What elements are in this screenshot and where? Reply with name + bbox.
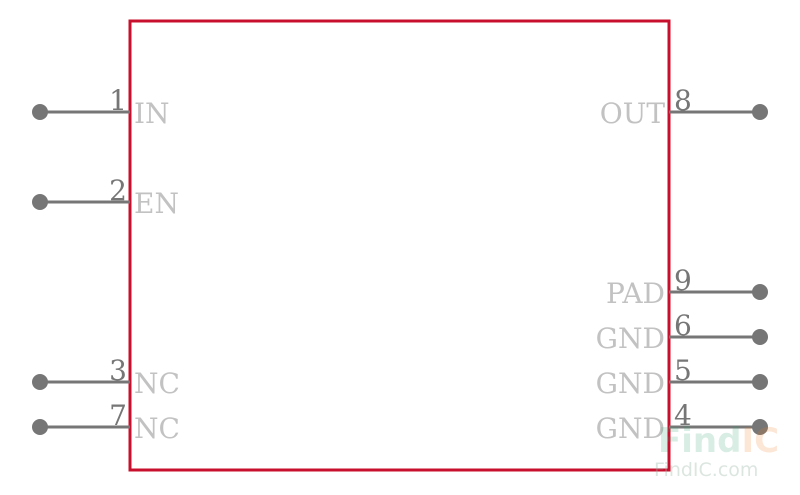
pin-3: 3 NC <box>32 354 180 400</box>
pin-9-name: PAD <box>606 277 665 310</box>
pin-2-endpoint <box>32 194 48 210</box>
pin-5-endpoint <box>752 374 768 390</box>
watermark-url: FindIC.com <box>654 459 758 481</box>
pin-3-endpoint <box>32 374 48 390</box>
watermark-ic: IC <box>741 421 779 461</box>
pin-1: 1 IN <box>32 84 170 130</box>
pin-6-endpoint <box>752 329 768 345</box>
pin-9-endpoint <box>752 284 768 300</box>
pin-7-number: 7 <box>109 399 127 432</box>
pin-5: 5 GND <box>596 354 768 400</box>
svg-text:FindIC: FindIC <box>658 421 779 461</box>
pin-8: 8 OUT <box>600 84 768 130</box>
pin-6-name: GND <box>596 322 665 355</box>
pin-8-name: OUT <box>600 97 666 130</box>
pin-2-number: 2 <box>109 174 127 207</box>
pin-4-endpoint <box>752 419 768 435</box>
findic-watermark: FindIC FindIC.com <box>654 421 779 481</box>
pin-4: 4 GND <box>596 399 768 445</box>
pin-7-endpoint <box>32 419 48 435</box>
pin-2: 2 EN <box>32 174 179 220</box>
pin-9: 9 PAD <box>606 264 768 310</box>
pin-7-name: NC <box>134 412 180 445</box>
watermark-find: Find <box>658 421 741 461</box>
pin-5-number: 5 <box>674 354 692 387</box>
component-body <box>128 19 671 472</box>
pin-2-name: EN <box>134 187 179 220</box>
pin-5-name: GND <box>596 367 665 400</box>
pin-1-number: 1 <box>109 84 127 117</box>
pin-3-number: 3 <box>109 354 127 387</box>
pin-4-number: 4 <box>674 399 692 432</box>
pin-1-name: IN <box>134 97 170 130</box>
pin-6: 6 GND <box>596 309 768 355</box>
pin-8-endpoint <box>752 104 768 120</box>
pin-8-number: 8 <box>674 84 692 117</box>
pin-1-endpoint <box>32 104 48 120</box>
pin-4-name: GND <box>596 412 665 445</box>
pin-3-name: NC <box>134 367 180 400</box>
pin-9-number: 9 <box>674 264 692 297</box>
pin-7: 7 NC <box>32 399 180 445</box>
pin-6-number: 6 <box>674 309 692 342</box>
